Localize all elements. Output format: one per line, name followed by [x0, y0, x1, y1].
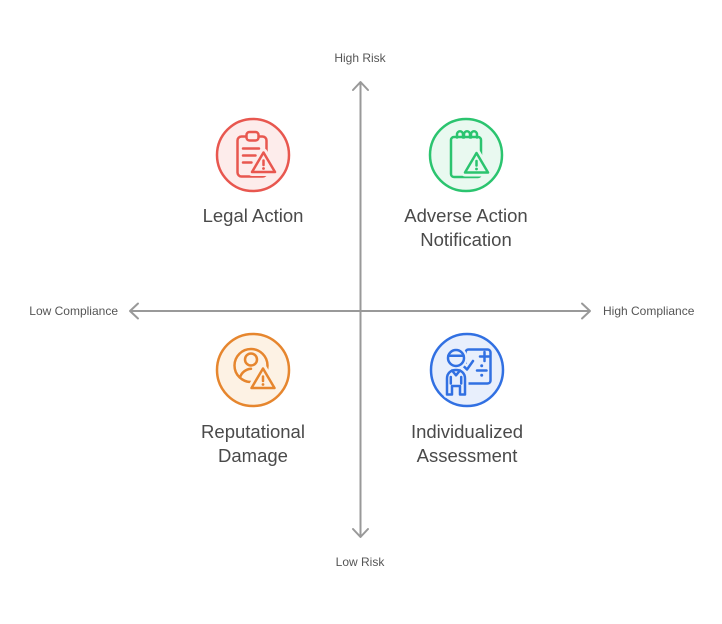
arrow-left-icon: [129, 302, 139, 320]
axis-label-low-compliance: Low Compliance: [29, 304, 118, 318]
axis-label-high-risk: High Risk: [334, 51, 386, 65]
clipboard-warning-icon: [215, 117, 291, 193]
arrow-down-icon: [352, 528, 369, 538]
notepad-warning-icon: [428, 117, 504, 193]
axis-label-low-risk: Low Risk: [335, 555, 385, 569]
arrow-up-icon: [352, 81, 369, 91]
quadrant-label-legal-action: Legal Action: [202, 205, 304, 226]
axis-label-high-compliance: High Compliance: [603, 304, 695, 318]
quadrant-label-individualized-assessment: Individualized Assessment: [410, 421, 524, 466]
person-assessment-icon: [429, 332, 505, 408]
arrow-right-icon: [581, 302, 591, 320]
quadrant-label-adverse-action-notification: Adverse Action Notification: [404, 205, 528, 250]
quadrant-label-reputational-damage: Reputational Damage: [201, 421, 305, 466]
user-warning-icon: [215, 332, 291, 408]
